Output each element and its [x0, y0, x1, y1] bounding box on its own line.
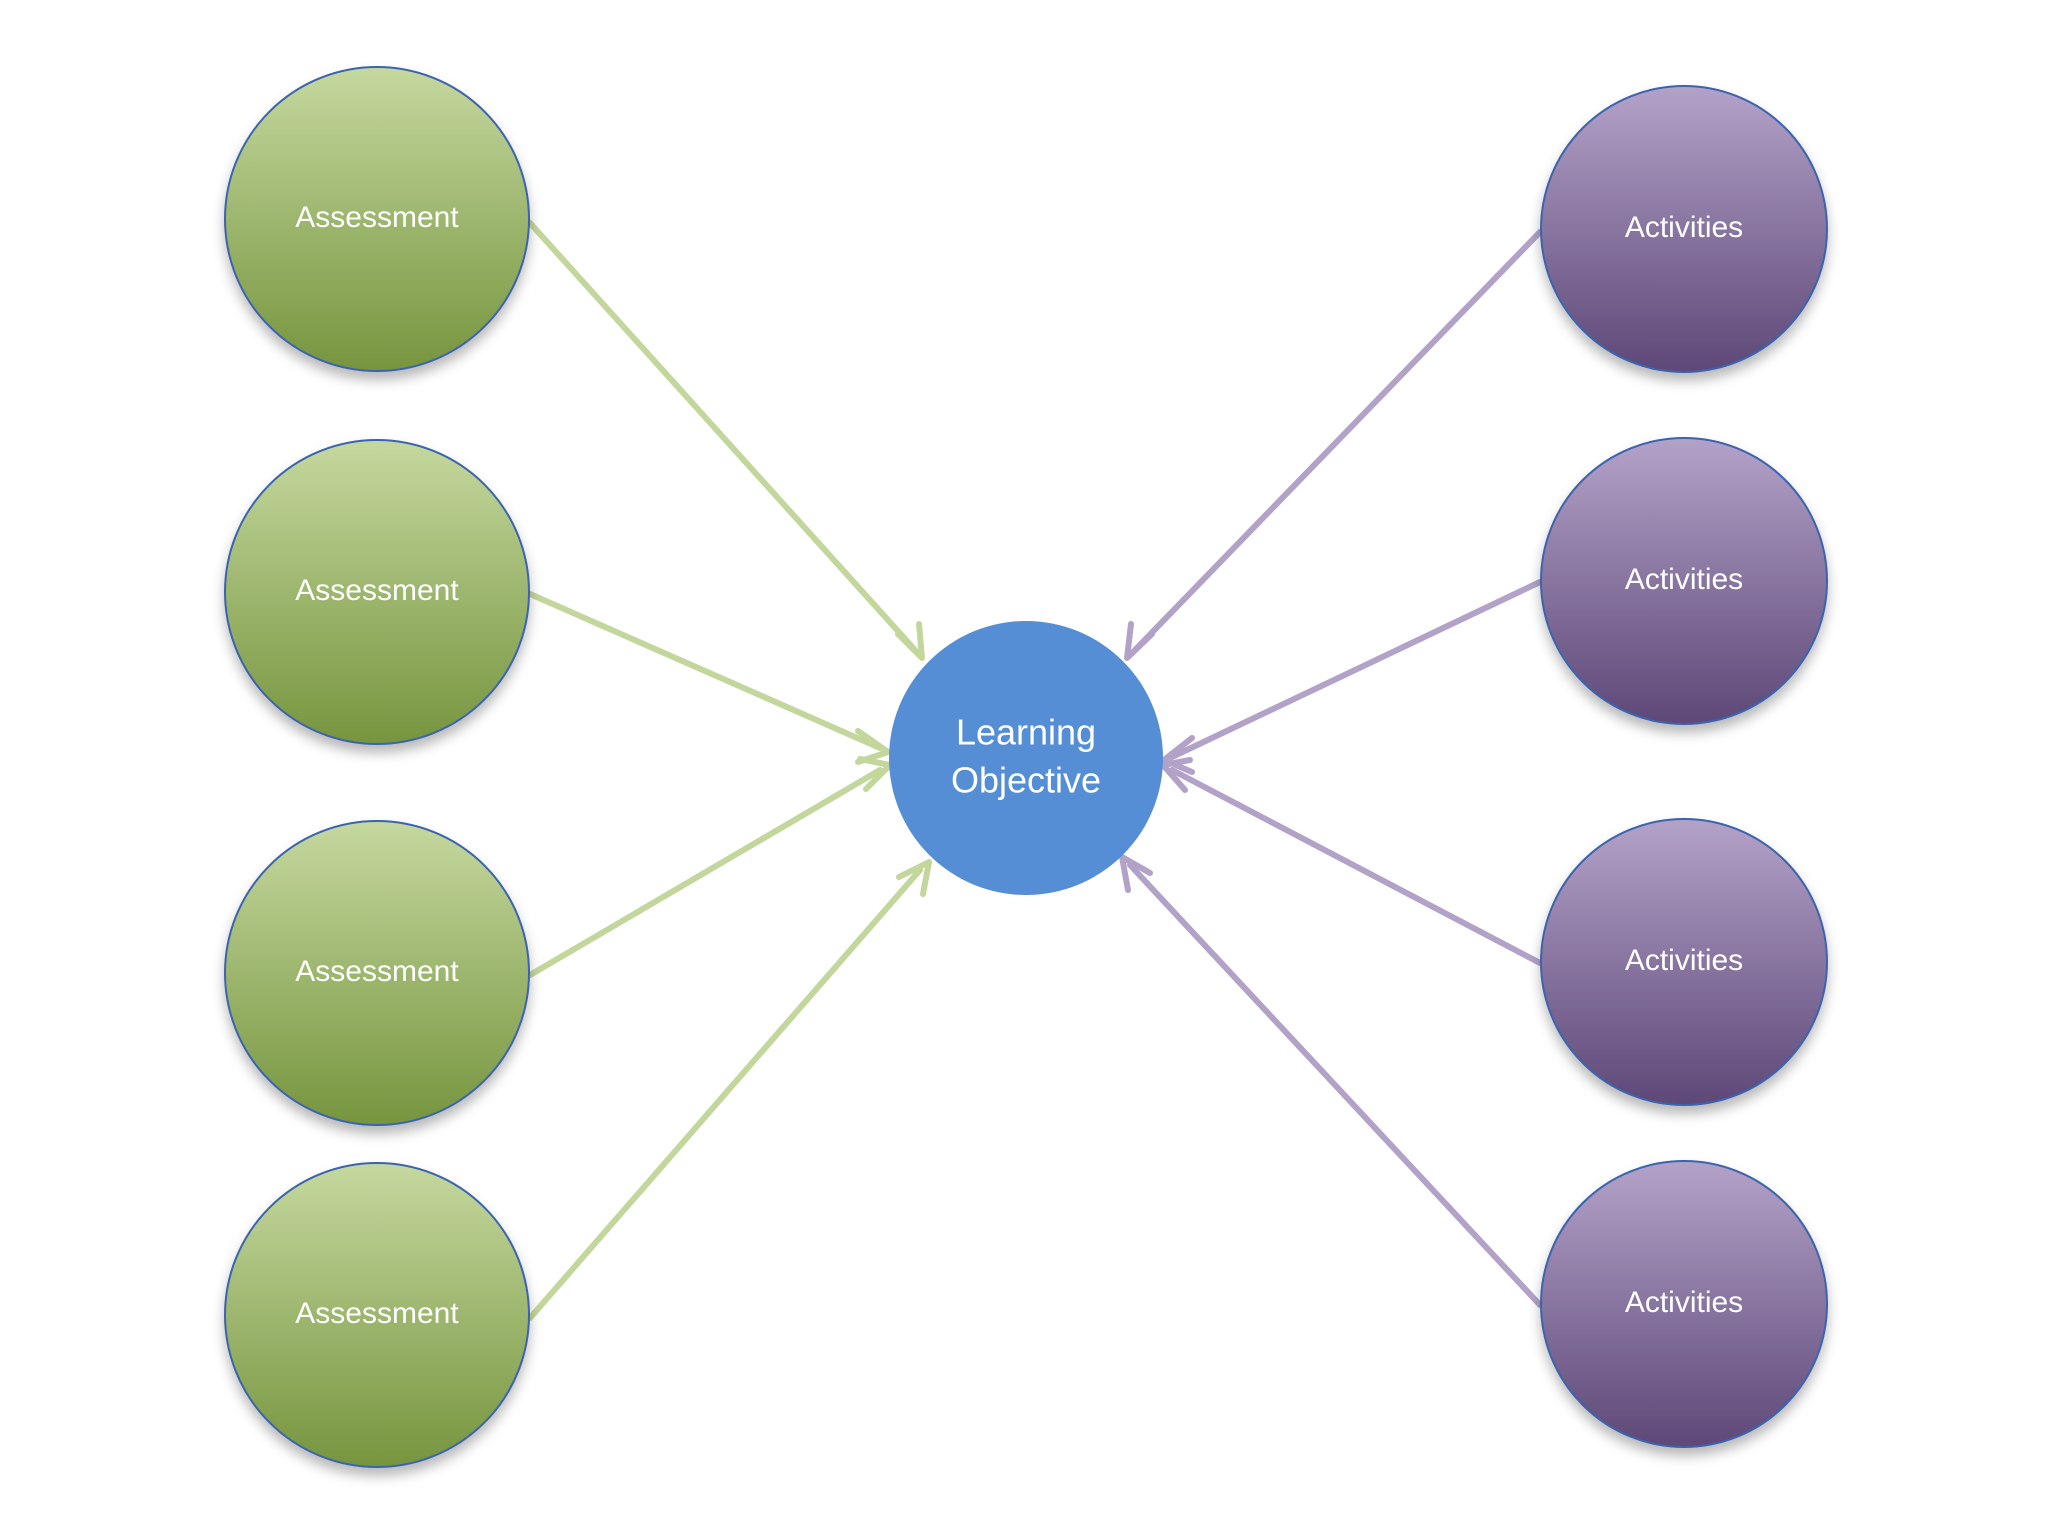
learning-objective-label-line2: Objective	[951, 760, 1101, 801]
activity-node: Activities	[1540, 818, 1828, 1106]
arrow-activity-4	[1127, 862, 1543, 1308]
arrow-activity-1	[1132, 229, 1543, 653]
activity-node: Activities	[1540, 437, 1828, 725]
assessment-arrows	[527, 220, 932, 1321]
arrowhead-activity-2	[1161, 735, 1195, 775]
arrow-assessment-4	[527, 867, 923, 1321]
arrowhead-assessment-4	[896, 859, 932, 897]
activity-circle	[1540, 818, 1828, 1106]
learning-objective-label-line1: Learning	[956, 712, 1096, 753]
assessment-label: Assessment	[295, 955, 459, 988]
arrowhead-activity-1	[1124, 621, 1155, 661]
assessment-label: Assessment	[295, 201, 459, 234]
arrowhead-assessment-1	[895, 621, 925, 661]
assessment-circle	[224, 66, 530, 372]
assessment-circle	[224, 439, 530, 745]
activity-label: Activities	[1625, 944, 1743, 977]
activity-node: Activities	[1540, 85, 1828, 373]
activity-label: Activities	[1625, 211, 1743, 244]
assessment-node: Assessment	[224, 439, 530, 745]
assessment-nodes: Assessment Assessment Assessment Assessm…	[224, 66, 530, 1468]
activity-label: Activities	[1625, 563, 1743, 596]
arrow-assessment-1	[527, 220, 918, 653]
arrow-assessment-3	[527, 767, 883, 978]
arrow-activity-3	[1169, 767, 1543, 966]
assessment-label: Assessment	[295, 574, 459, 607]
activity-label: Activities	[1625, 1286, 1743, 1319]
activity-node: Activities	[1540, 1160, 1828, 1448]
assessment-node: Assessment	[224, 1162, 530, 1468]
activity-circle	[1540, 437, 1828, 725]
learning-objective-node: Learning Objective	[889, 621, 1163, 895]
activity-nodes: Activities Activities Activities Activit…	[1540, 85, 1828, 1448]
arrow-assessment-2	[527, 591, 883, 751]
learning-objective-circle	[889, 621, 1163, 895]
arrowhead-activity-3	[1160, 757, 1193, 793]
assessment-circle	[224, 1162, 530, 1468]
assessment-node: Assessment	[224, 820, 530, 1126]
assessment-label: Assessment	[295, 1297, 459, 1330]
activity-circle	[1540, 1160, 1828, 1448]
activity-arrows	[1119, 229, 1543, 1308]
arrowhead-activity-4	[1119, 854, 1153, 893]
assessment-circle	[224, 820, 530, 1126]
activity-circle	[1540, 85, 1828, 373]
assessment-node: Assessment	[224, 66, 530, 372]
arrow-activity-2	[1169, 579, 1543, 760]
